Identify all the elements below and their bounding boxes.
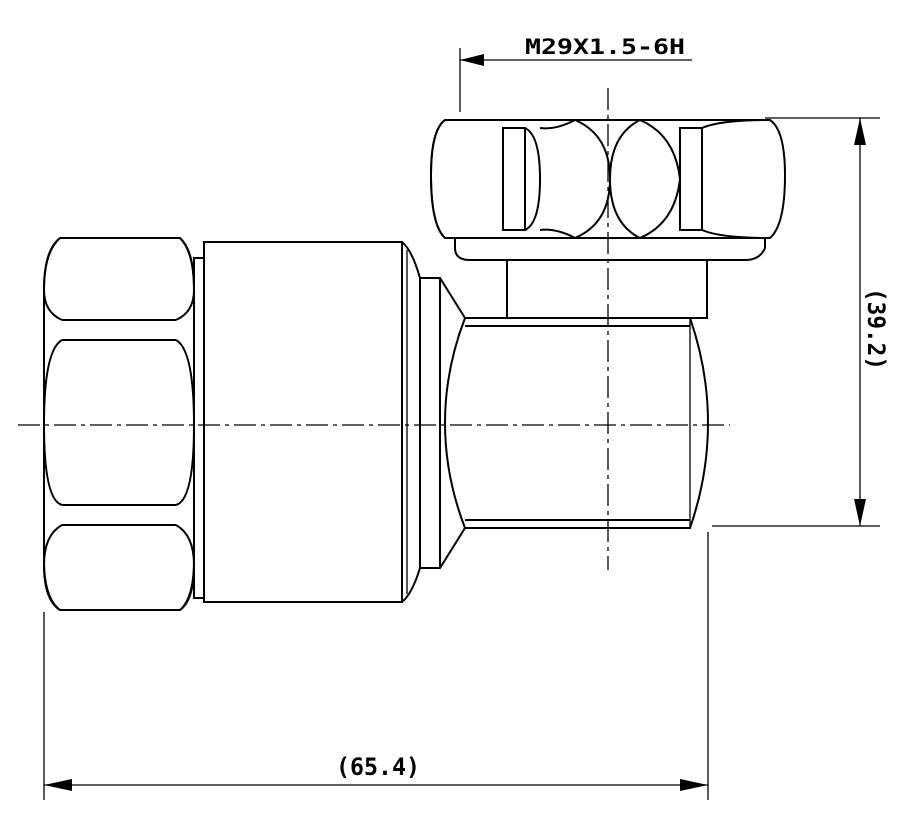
height-dimension-label: (39.2) — [862, 288, 890, 370]
elbow-body — [443, 259, 710, 529]
width-dimension: (65.4) — [43, 532, 709, 800]
thread-callout-label: M29X1.5-6H — [525, 35, 685, 59]
center-lines — [18, 88, 730, 570]
width-dimension-label: (65.4) — [336, 753, 420, 781]
connector-body — [193, 241, 466, 603]
top-hex-nut — [429, 119, 787, 261]
thread-callout: M29X1.5-6H — [459, 35, 692, 112]
left-hex-nut — [42, 237, 196, 611]
height-dimension: (39.2) — [712, 117, 890, 527]
